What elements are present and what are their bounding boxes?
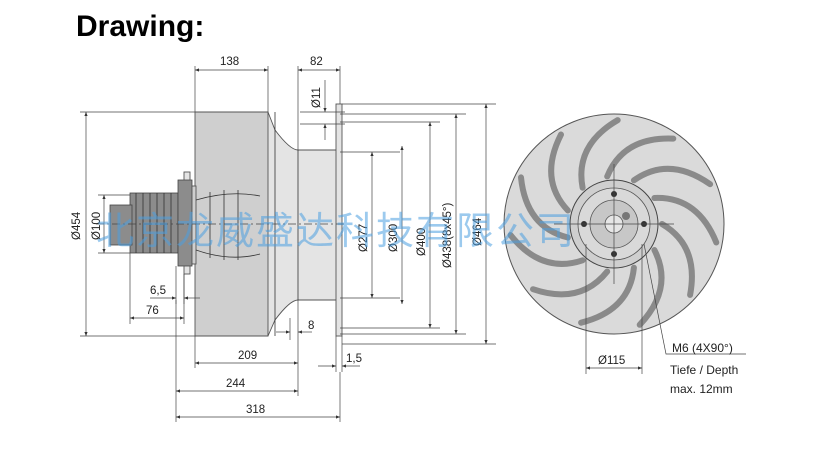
impeller-blade xyxy=(604,135,677,180)
note-depth: Tiefe / Depth xyxy=(670,363,738,377)
dim-6-5: 6,5 xyxy=(150,285,166,297)
dim-d300: Ø300 xyxy=(388,224,400,252)
impeller-blade xyxy=(630,165,714,188)
dim-209: 209 xyxy=(238,350,257,362)
dim-d464: Ø464 xyxy=(472,217,484,246)
dim-d454: Ø454 xyxy=(71,211,83,240)
impeller-blade xyxy=(530,268,611,298)
dim-82: 82 xyxy=(310,56,323,68)
dim-244: 244 xyxy=(226,378,246,390)
impeller-blade xyxy=(578,264,637,326)
impeller-blade xyxy=(507,232,586,267)
dim-8: 8 xyxy=(308,320,314,332)
impeller-blade xyxy=(518,174,571,241)
rim-plate xyxy=(335,103,343,337)
note-m6: M6 (4X90°) xyxy=(672,341,733,355)
watermark-text: 北京龙威盛达科技有限公司 xyxy=(96,209,576,253)
dim-d277: Ø277 xyxy=(358,224,370,252)
drawing-heading: Drawing: xyxy=(76,10,205,43)
impeller-blade xyxy=(636,247,665,328)
dim-d11: Ø11 xyxy=(311,87,323,108)
note-max: max. 12mm xyxy=(670,382,733,396)
impeller-blade xyxy=(548,131,571,214)
impeller-blade xyxy=(578,117,621,191)
dim-318: 318 xyxy=(246,404,265,416)
impeller-blade xyxy=(651,194,720,246)
impeller-blade xyxy=(659,221,695,298)
dim-d115: Ø115 xyxy=(598,355,625,367)
motor xyxy=(109,171,261,275)
dim-d438: Ø438(8x45°) xyxy=(442,203,454,268)
dim-138: 138 xyxy=(220,56,239,68)
dim-d100: Ø100 xyxy=(91,212,103,240)
front-view: Ø115 xyxy=(503,113,746,374)
dim-1-5: 1,5 xyxy=(346,353,362,365)
dim-76: 76 xyxy=(146,305,159,317)
impeller-blades xyxy=(507,117,720,328)
dim-d400: Ø400 xyxy=(416,228,428,256)
side-view: 138 82 Ø11 Ø454 Ø100 Ø277 Ø300 Ø400 xyxy=(71,56,496,422)
